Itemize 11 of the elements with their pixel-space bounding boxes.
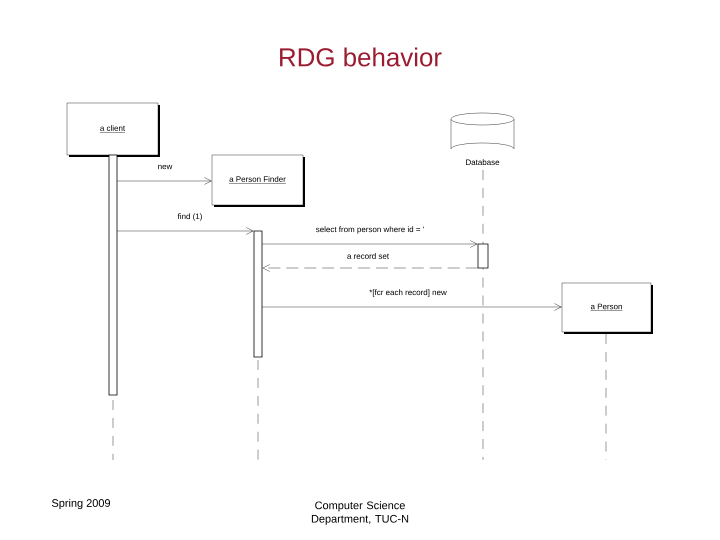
activation-bar <box>478 244 488 268</box>
title: RDG behavior <box>280 48 442 66</box>
footer-text: Spring 2009 <box>52 498 110 510</box>
activation-bar <box>108 154 118 396</box>
message-arrow <box>262 264 478 272</box>
message-arrow <box>262 303 562 311</box>
footer-text: Computer Science Department, TUC-N <box>312 501 408 525</box>
message-arrow <box>117 227 254 235</box>
message-arrow <box>117 177 212 185</box>
activation-bar <box>254 230 262 358</box>
message-arrow <box>262 240 478 248</box>
